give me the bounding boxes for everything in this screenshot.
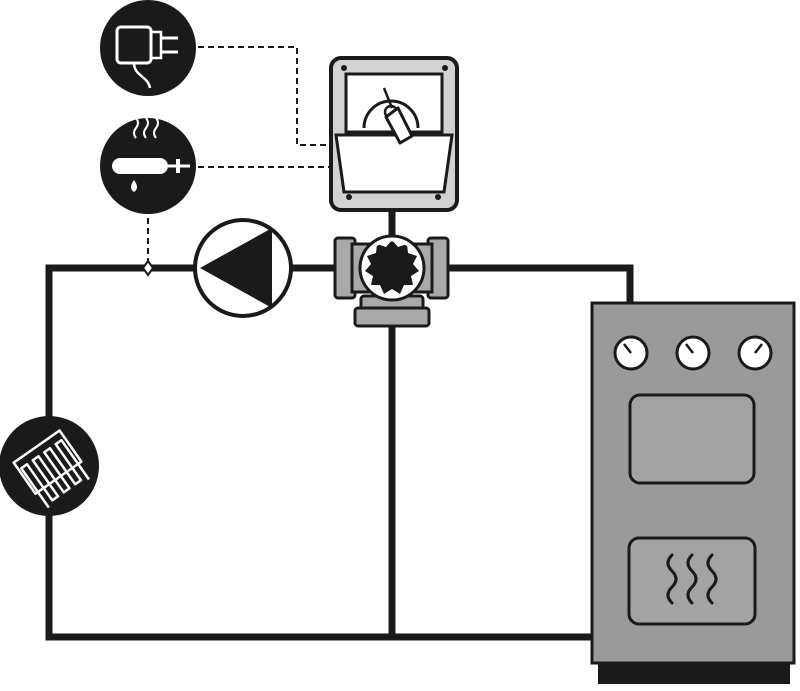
- rotary-dial-icon: [362, 87, 420, 145]
- signal-wires: [147, 46, 333, 262]
- mixing-valve: [333, 234, 450, 328]
- sensor-junction: [141, 259, 155, 277]
- immersion-sensor-icon: [100, 117, 196, 214]
- supply-pipe: [45, 264, 634, 641]
- boiler: [590, 301, 796, 684]
- actuator: [329, 56, 459, 212]
- boiler-dial-icon: [613, 335, 649, 371]
- boiler-dial-icon: [675, 335, 711, 371]
- power-adapter-icon: [100, 0, 196, 96]
- boiler-dial-icon: [737, 335, 773, 371]
- boiler-firebox-door: [627, 536, 757, 626]
- boiler-upper-panel: [628, 393, 756, 485]
- pump-triangle-icon: [193, 218, 293, 318]
- heat-waves-icon: [666, 553, 718, 605]
- underfloor-heating-coil-icon: [0, 416, 99, 516]
- valve-knob-icon: [358, 234, 426, 302]
- power-wire: [198, 46, 333, 146]
